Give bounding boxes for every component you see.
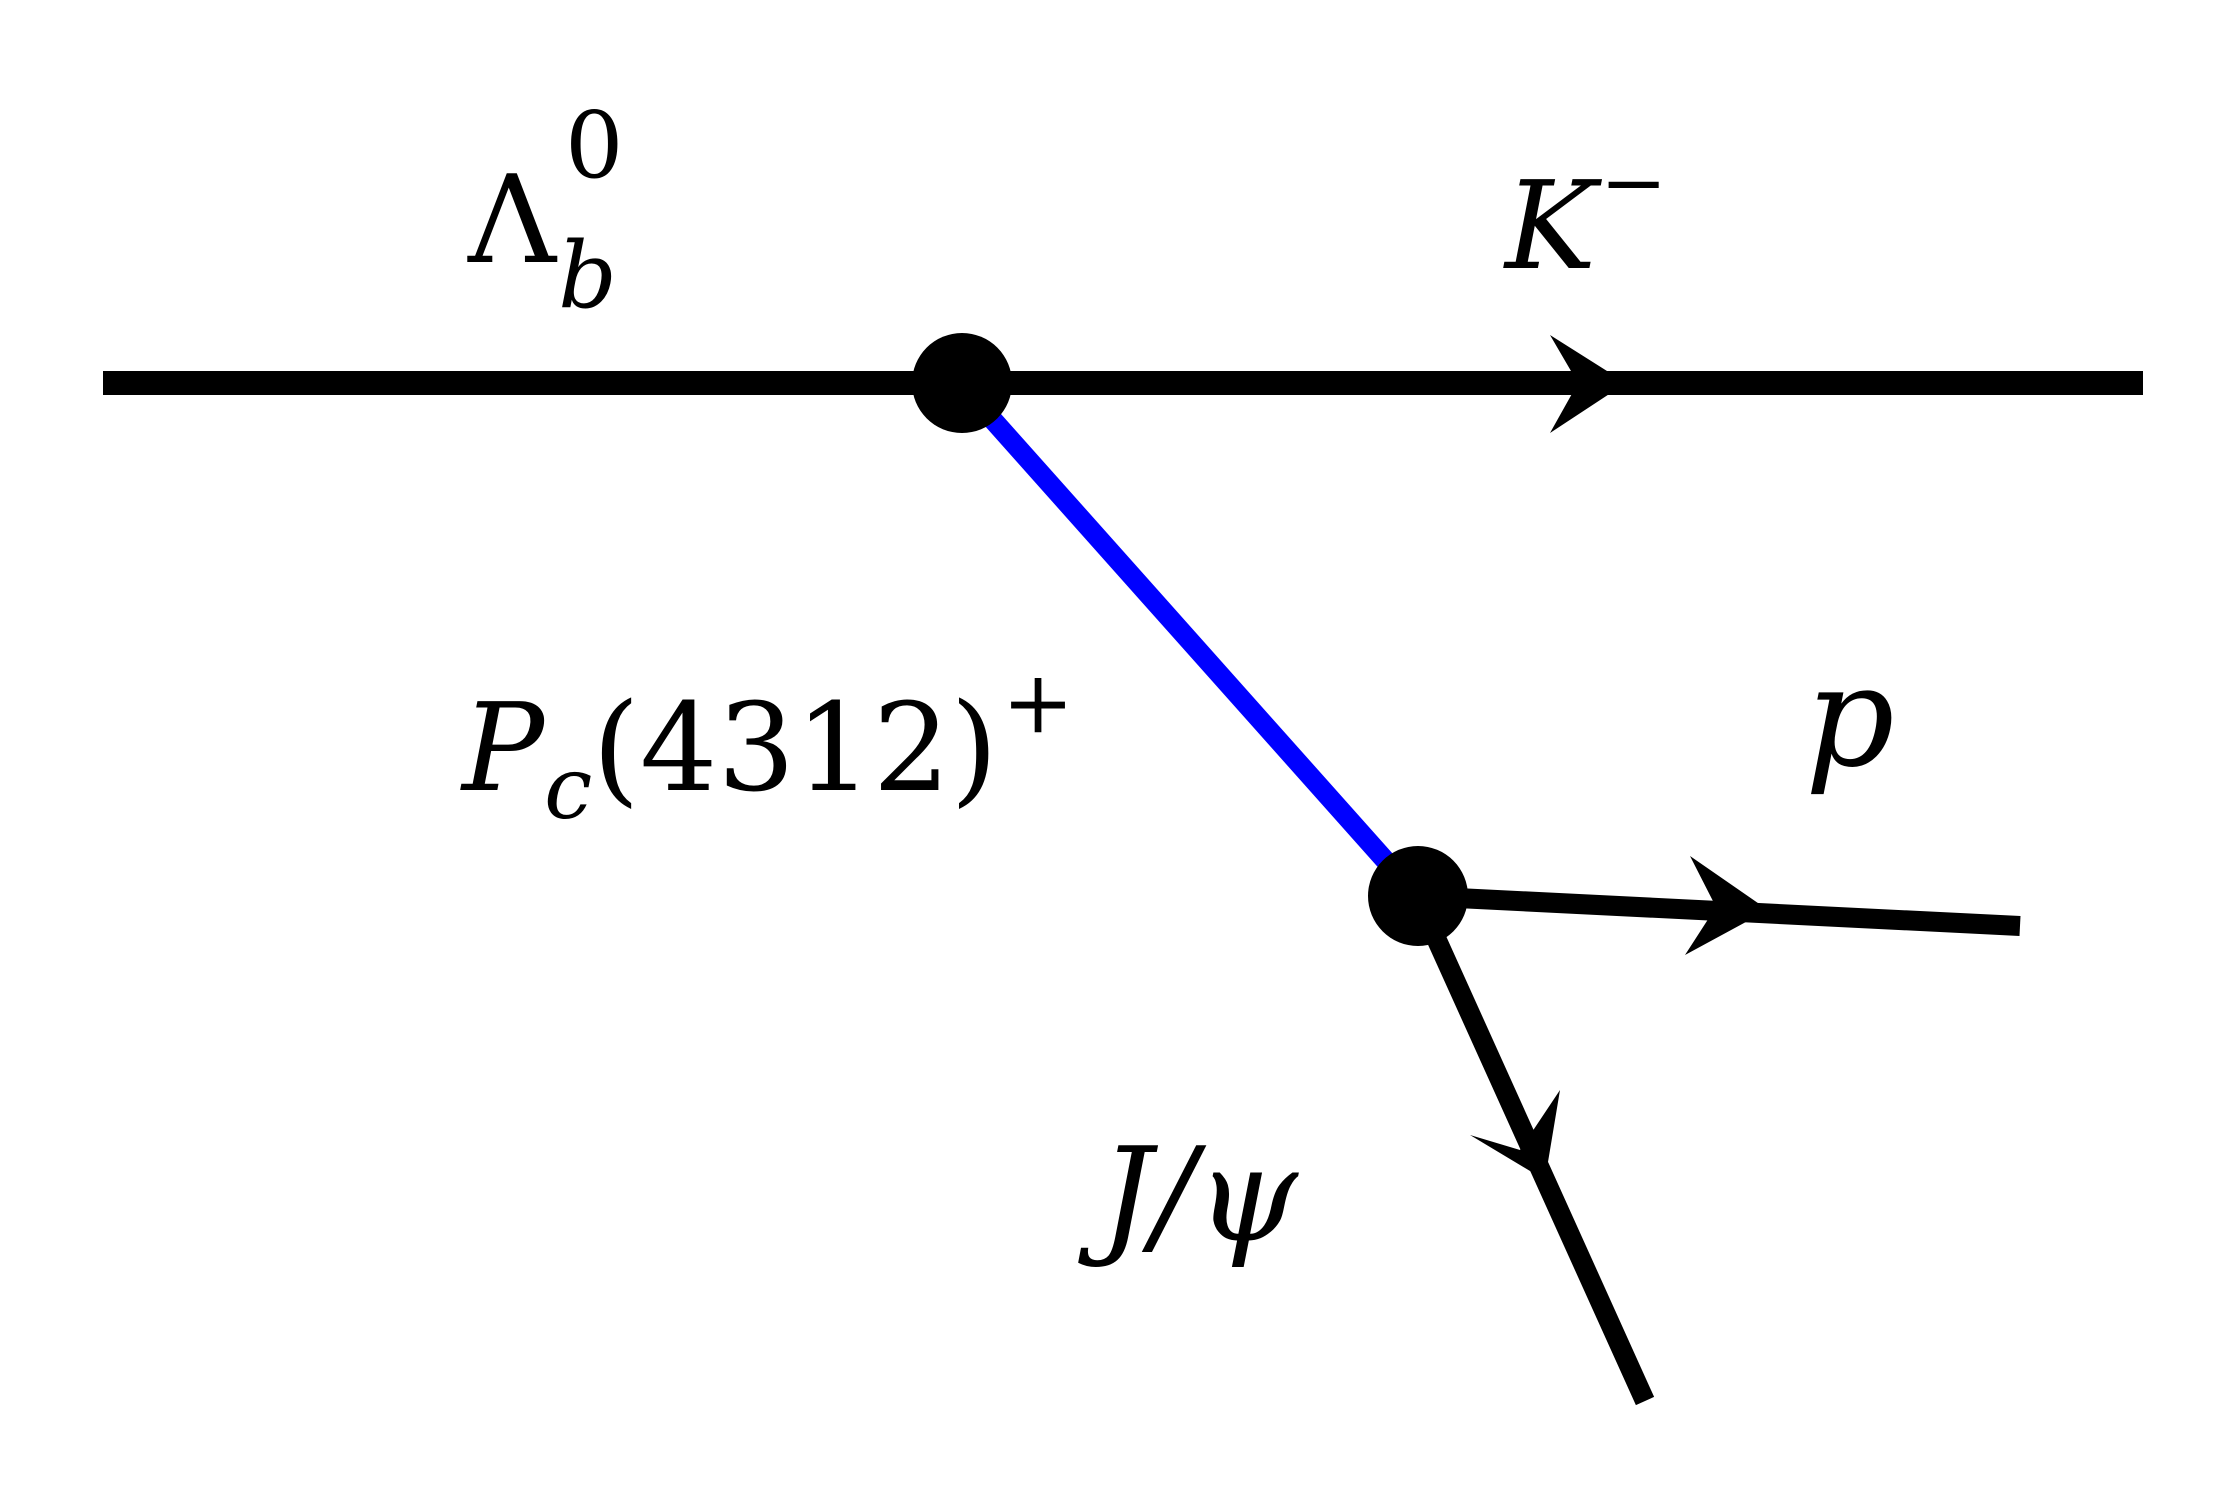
label-pentaquark: Pc(4312)+	[460, 653, 1074, 839]
label-jpsi: J/ψ	[1078, 1119, 1299, 1271]
kaon-arrow-icon	[1550, 335, 1626, 433]
proton-arrow-icon	[1685, 856, 1768, 955]
pentaquark-propagator	[952, 376, 1425, 903]
jpsi-arrow-icon	[1470, 1090, 1560, 1180]
label-proton: p	[1805, 636, 1895, 799]
label-kaon: K−	[1503, 136, 1667, 297]
vertex-production	[912, 333, 1012, 433]
label-lambda-b: Λb0	[467, 92, 624, 329]
vertex-decay	[1368, 846, 1468, 946]
